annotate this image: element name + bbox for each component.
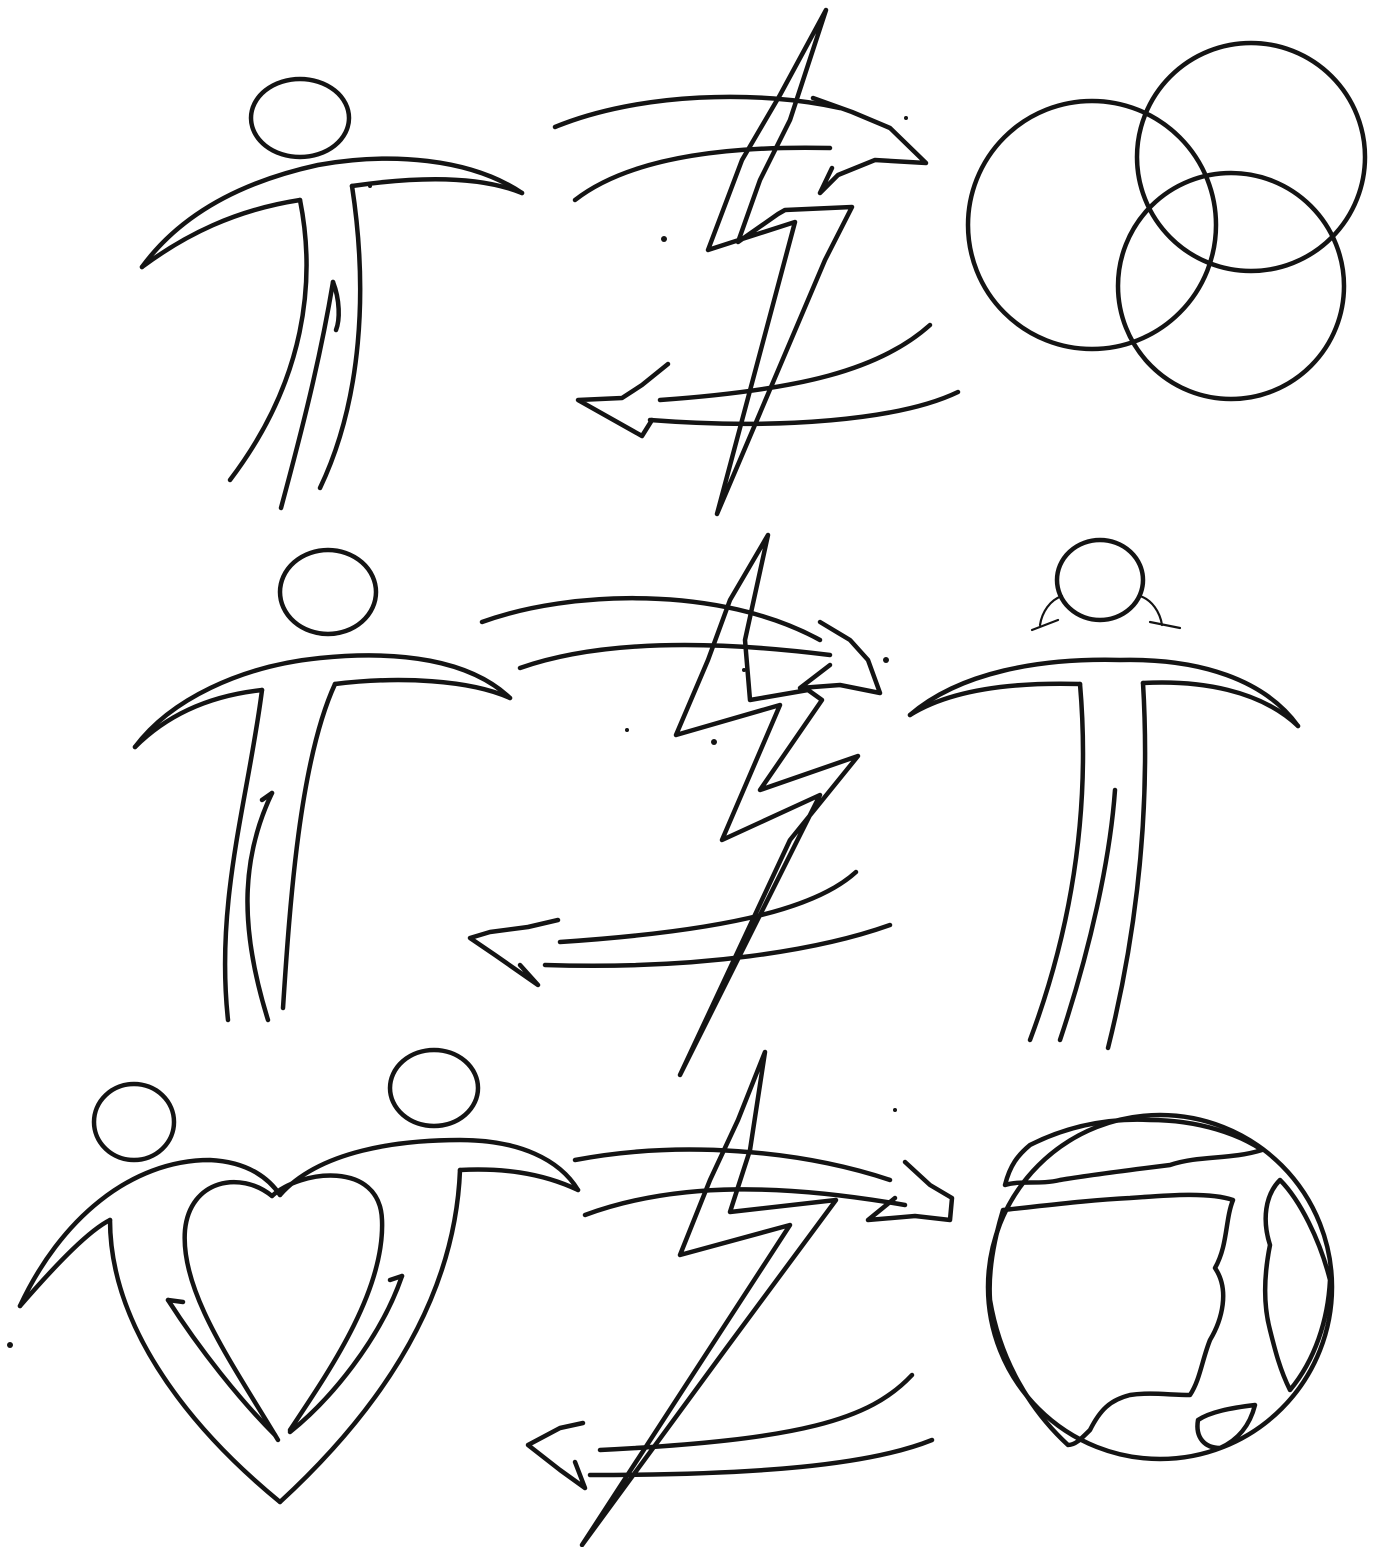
person-figure-icon [135, 550, 510, 1020]
heart-persons-icon [20, 1050, 578, 1502]
venn-circles-icon [968, 43, 1365, 399]
exchange-arrows-icon [555, 97, 958, 436]
lightning-bolt-icon [708, 10, 852, 514]
person-figure-marked-icon [910, 540, 1298, 1048]
row-2 [135, 535, 1298, 1075]
globe-icon [988, 1115, 1332, 1459]
row-1 [142, 10, 1365, 514]
person-figure-icon [142, 79, 522, 508]
row-3 [20, 1050, 1332, 1545]
exchange-arrows-icon [528, 1150, 952, 1488]
